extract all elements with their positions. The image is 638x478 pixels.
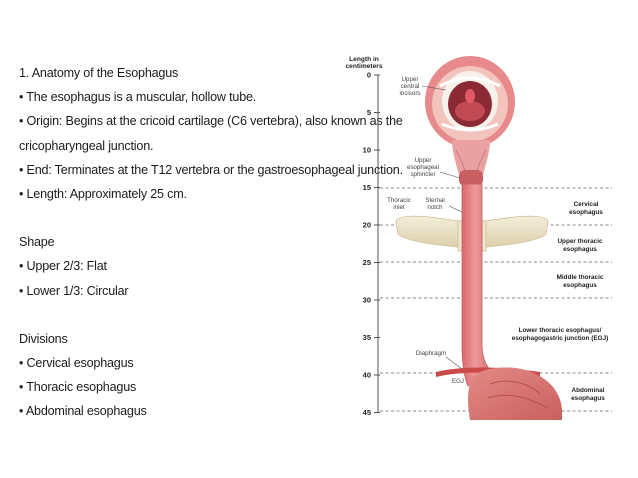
region-cervical: Cervical [574,201,599,208]
bullet-line: • Lower 1/3: Circular [19,283,129,298]
scale-tick-label: 25 [363,258,371,267]
region-middle-thoracic: Middle thoracic [557,274,604,281]
scale-tick-label: 30 [363,296,371,305]
pharynx [452,140,490,180]
scale-title: centimeters [345,63,382,70]
bullet-line: • End: Terminates at the T12 vertebra or… [19,162,403,177]
label-diaphragm: Diaphragm [416,350,446,357]
scale-ticks: 0 5 10 15 20 25 30 35 40 45 [363,71,380,417]
scale-tick-label: 5 [367,108,371,117]
section-heading: 1. Anatomy of the Esophagus [19,66,179,80]
region-lower-thoracic: Lower thoracic esophagus/ [519,327,602,334]
label-upper-incisors: central [401,83,420,90]
shape-heading: Shape [19,235,55,250]
bullet-line: cricopharyngeal junction. [19,138,154,153]
bullet-line: • The esophagus is a muscular, hollow tu… [19,90,257,105]
scale-tick-label: 45 [363,408,371,417]
scale-title: Length in [349,56,379,63]
label-egj: EGJ [452,378,464,385]
label-sternal-notch: notch [427,204,443,211]
label-sternal-notch: Sternal [425,197,445,204]
region-cervical: esophagus [569,209,603,216]
stomach [468,367,562,420]
bullet-line: • Upper 2/3: Flat [19,259,107,274]
upper-sphincter [459,170,483,186]
bullet-line: • Abdominal esophagus [19,404,147,419]
scale-tick-label: 40 [363,371,371,380]
scale-tick-label: 35 [363,333,371,342]
label-upper-sphincter: Upper [415,157,432,164]
label-upper-sphincter: sphincter [410,171,435,178]
region-abdominal: Abdominal [571,387,604,394]
region-upper-thoracic: esophagus [563,246,597,253]
mouth-illustration [425,56,515,148]
divisions-heading: Divisions [19,331,68,346]
leader-lines [421,85,463,370]
esophagus-tube [461,183,493,387]
label-upper-incisors: incisors [400,90,421,97]
text-panel: 1. Anatomy of the Esophagus • The esopha… [19,61,403,424]
label-thoracic-inlet: inlet [393,204,405,211]
scale-tick-label: 15 [363,183,371,192]
label-upper-sphincter: esophageal [407,164,439,171]
region-abdominal: esophagus [571,395,605,402]
scale-tick-label: 20 [363,221,371,230]
region-middle-thoracic: esophagus [563,282,597,289]
scale-tick-label: 0 [367,71,371,80]
region-upper-thoracic: Upper thoracic [557,238,603,245]
label-thoracic-inlet: Thoracic [387,197,411,204]
bullet-line: • Cervical esophagus [19,356,134,371]
scale-tick-label: 10 [363,146,371,155]
label-upper-incisors: Upper [402,76,419,83]
bullet-line: • Origin: Begins at the cricoid cartilag… [19,114,403,129]
region-lower-thoracic: esophagogastric junction (EGJ) [512,335,609,342]
bullet-line: • Thoracic esophagus [19,380,137,395]
bullet-line: • Length: Approximately 25 cm. [19,187,187,202]
